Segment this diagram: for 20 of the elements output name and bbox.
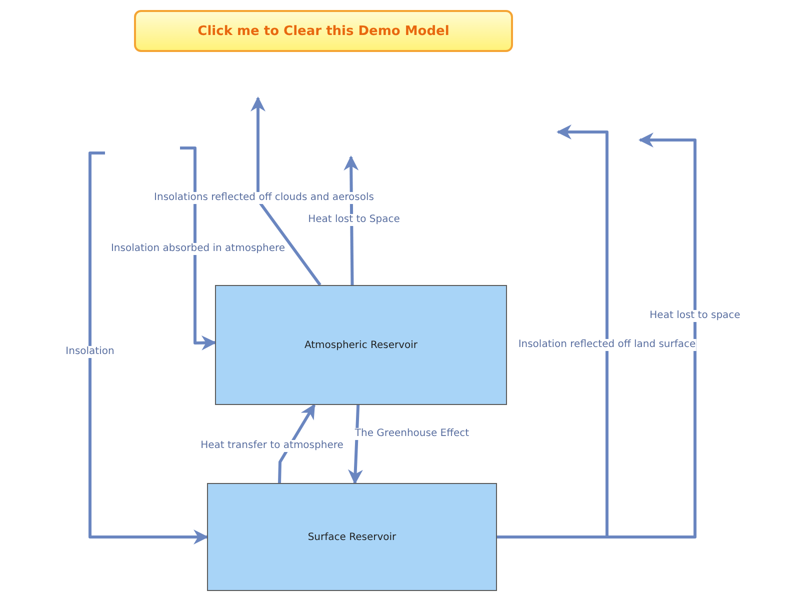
edge-label: Insolation absorbed in atmosphere [110, 243, 286, 255]
edge-label: Insolation [64, 346, 116, 358]
flow-arrow [180, 146, 216, 350]
edge-label: Insolations reflected off clouds and aerosols [153, 192, 375, 204]
node-label: Surface Reservoir [308, 532, 396, 542]
flow-arrow [88, 152, 208, 544]
reservoir-box [215, 285, 507, 405]
flow-arrow [348, 404, 363, 484]
edge-label: Heat lost to Space [307, 214, 401, 226]
edge-label: Insolation reflected off land surface [517, 339, 697, 351]
clear-button [134, 10, 513, 52]
button-label: Click me to Clear this Demo Model [198, 24, 450, 38]
reservoir-box [207, 483, 497, 591]
edge-label: Heat transfer to atmosphere [200, 440, 344, 452]
flow-arrow [278, 404, 316, 484]
edge-label: Heat lost to space [648, 310, 742, 322]
node-label: Atmospheric Reservoir [304, 340, 418, 350]
edge-label: The Greenhouse Effect [354, 428, 470, 440]
flow-arrow [250, 96, 322, 286]
flow-arrow [344, 156, 359, 286]
